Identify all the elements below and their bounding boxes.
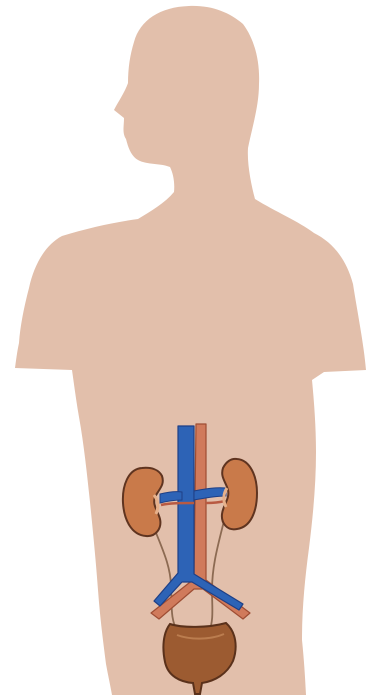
- diagram-canvas: [0, 0, 366, 695]
- urinary-system-figure: [0, 0, 366, 695]
